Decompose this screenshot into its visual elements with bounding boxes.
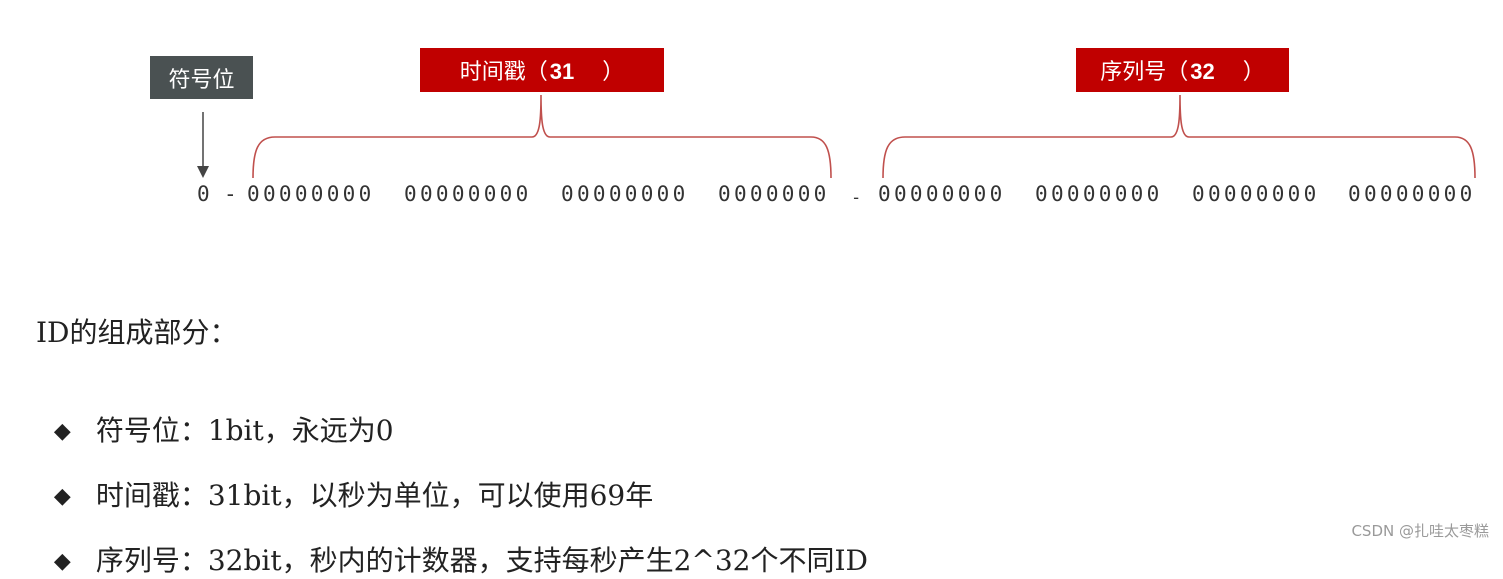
timestamp-bit-count: 31 bbox=[549, 59, 575, 84]
description-item-sign: ◆ 符号位：1bit，永远为0 bbox=[36, 376, 394, 449]
timestamp-bit-group-4: 0000000 bbox=[718, 182, 830, 206]
sequence-bit-group-3: 00000000 bbox=[1192, 182, 1320, 206]
timestamp-label-box: 时间戳（31 ） bbox=[420, 48, 664, 92]
diamond-bullet-icon: ◆ bbox=[53, 549, 71, 574]
timestamp-brace bbox=[252, 94, 832, 179]
diamond-bullet-icon: ◆ bbox=[53, 419, 71, 444]
section-separator: - bbox=[851, 188, 862, 208]
sequence-brace bbox=[882, 94, 1476, 179]
timestamp-label-content: 时间戳（31 ） bbox=[460, 54, 625, 86]
description-item-timestamp: ◆ 时间戳：31bit，以秒为单位，可以使用69年 bbox=[36, 441, 653, 514]
sequence-bit-group-4: 00000000 bbox=[1348, 182, 1476, 206]
sequence-bit-count: 32 bbox=[1190, 59, 1215, 84]
sequence-label-close: ） bbox=[1242, 60, 1265, 85]
sign-bit-label: 符号位 bbox=[168, 67, 235, 93]
sequence-label-box: 序列号（32 ） bbox=[1076, 48, 1289, 92]
description-item-text: 序列号：32bit，秒内的计数器，支持每秒产生2^32个不同ID bbox=[95, 544, 868, 577]
description-item-text: 符号位：1bit，永远为0 bbox=[95, 414, 394, 447]
description-item-sequence: ◆ 序列号：32bit，秒内的计数器，支持每秒产生2^32个不同ID bbox=[36, 506, 868, 579]
sequence-bit-group-2: 00000000 bbox=[1035, 182, 1163, 206]
sequence-label-content: 序列号（32 ） bbox=[1100, 54, 1265, 86]
diamond-bullet-icon: ◆ bbox=[53, 484, 71, 509]
timestamp-label: 时间戳（ bbox=[459, 60, 548, 85]
sign-separator: - bbox=[224, 182, 237, 206]
sign-bit-label-box: 符号位 bbox=[150, 56, 253, 99]
watermark: CSDN @扎哇太枣糕 bbox=[1351, 522, 1489, 540]
description-heading: ID的组成部分： bbox=[36, 316, 238, 349]
id-structure-diagram bbox=[197, 94, 1476, 179]
timestamp-bit-group-3: 00000000 bbox=[561, 182, 689, 206]
sequence-label: 序列号（ bbox=[1100, 60, 1189, 85]
sign-bit-value: 0 bbox=[197, 182, 213, 206]
description-item-text: 时间戳：31bit，以秒为单位，可以使用69年 bbox=[95, 479, 654, 512]
timestamp-bit-group-2: 00000000 bbox=[404, 182, 532, 206]
sign-arrow-head bbox=[197, 166, 209, 178]
timestamp-bit-group-1: 00000000 bbox=[247, 182, 375, 206]
timestamp-label-close: ） bbox=[602, 60, 625, 85]
sequence-bit-group-1: 00000000 bbox=[878, 182, 1006, 206]
